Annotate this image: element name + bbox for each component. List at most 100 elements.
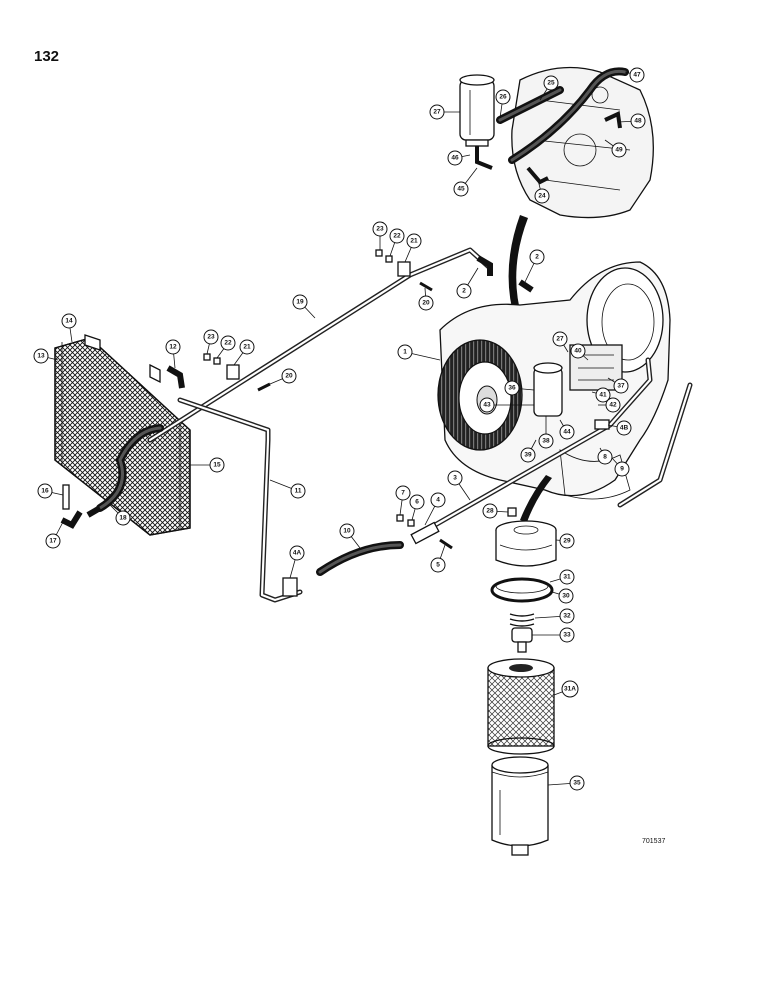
callout-c47: 47 (624, 67, 645, 83)
callout-circle (45, 533, 61, 549)
callout-label: 15 (213, 462, 221, 469)
callout-c23b: 23 (372, 221, 388, 250)
callout-c5: 5 (430, 544, 446, 573)
callout-c4: 4 (424, 492, 446, 526)
callout-label: 7 (401, 490, 405, 497)
callout-label: 22 (393, 233, 401, 240)
flexible-hose-10 (316, 541, 404, 576)
callout-circle (292, 294, 308, 310)
callout-c20b: 20 (418, 287, 434, 311)
callout-c17: 17 (45, 521, 64, 549)
callout-label: 43 (483, 402, 491, 409)
callout-c28: 28 (482, 503, 509, 519)
callout-circle (447, 150, 463, 166)
callout-circle (430, 557, 446, 573)
callout-c40: 40 (570, 343, 589, 361)
callout-label: 10 (343, 528, 351, 535)
callout-c41: 41 (591, 387, 611, 403)
callout-label: 22 (224, 340, 232, 347)
callout-c23a: 23 (203, 329, 219, 355)
callout-c7: 7 (395, 485, 411, 516)
inset-pointer-arrow (508, 215, 528, 320)
callout-circle (165, 339, 181, 355)
callout-circle (630, 113, 646, 129)
callout-circle (482, 503, 498, 519)
callout-circle (115, 510, 131, 526)
callout-label: 16 (41, 488, 49, 495)
callout-c18: 18 (109, 504, 131, 526)
callout-circle (447, 470, 463, 486)
callout-c38: 38 (538, 416, 554, 449)
callout-c14: 14 (61, 313, 77, 343)
callout-circle (406, 233, 422, 249)
callout-c37: 37 (607, 377, 629, 394)
callout-circle (595, 387, 611, 403)
callout-circle (559, 608, 575, 624)
callout-circle (389, 228, 405, 244)
callout-circle (430, 492, 446, 508)
callout-c8: 8 (597, 447, 613, 465)
callout-c13: 13 (33, 348, 59, 364)
callout-c19: 19 (292, 294, 316, 319)
callout-label: 4B (620, 425, 629, 432)
callout-circle (538, 433, 554, 449)
callout-label: 17 (49, 538, 57, 545)
callout-circle (61, 313, 77, 329)
callout-c26: 26 (495, 89, 511, 119)
callout-label: 35 (573, 780, 581, 787)
callout-circle (429, 104, 445, 120)
callout-label: 37 (617, 383, 625, 390)
callout-circle (504, 380, 520, 396)
callout-circle (418, 295, 434, 311)
callout-circle (614, 461, 630, 477)
callout-label: 21 (243, 344, 251, 351)
callout-circle (611, 142, 627, 158)
filter-element-stack (487, 507, 557, 856)
callout-label: 8 (603, 454, 607, 461)
callout-circle (203, 329, 219, 345)
callout-circle (534, 188, 550, 204)
callout-circle (395, 485, 411, 501)
callout-c39: 39 (520, 439, 537, 463)
callout-c45: 45 (453, 167, 478, 197)
callout-c4a: 4A (289, 545, 305, 579)
callout-c4b: 4B (607, 420, 632, 436)
callout-c49: 49 (604, 139, 627, 158)
callout-c10: 10 (339, 523, 361, 549)
inset-remote-filter-assembly (459, 66, 654, 219)
callout-group: 122344A4B5678910111213141516171819202021… (33, 67, 646, 791)
callout-circle (552, 331, 568, 347)
figure-reference-code: 701537 (642, 838, 666, 845)
callout-circle (409, 494, 425, 510)
callout-label: 28 (486, 508, 494, 515)
callout-label: 13 (37, 353, 45, 360)
filter-element (487, 667, 555, 747)
callout-label: 27 (556, 336, 564, 343)
callout-c32: 32 (534, 608, 575, 624)
callout-circle (613, 378, 629, 394)
callout-label: 38 (542, 438, 550, 445)
callout-circle (569, 775, 585, 791)
callout-label: 9 (620, 466, 624, 473)
callout-label: 44 (563, 429, 571, 436)
callout-label: 20 (285, 373, 293, 380)
callout-label: 25 (547, 80, 555, 87)
callout-label: 20 (422, 300, 430, 307)
callout-circle (559, 424, 575, 440)
callout-label: 36 (508, 385, 516, 392)
callout-circle (33, 348, 49, 364)
callout-c22a: 22 (216, 335, 236, 359)
callout-label: 48 (634, 118, 642, 125)
callout-c46: 46 (447, 150, 471, 166)
callout-circle (561, 680, 579, 698)
callout-label: 31 (563, 574, 571, 581)
callout-label: 31A (564, 686, 576, 693)
callout-circle (453, 181, 469, 197)
callout-label: 30 (562, 593, 570, 600)
callout-c11: 11 (269, 479, 306, 499)
callout-label: 47 (633, 72, 641, 79)
callout-circle (372, 221, 388, 237)
callout-circle (529, 249, 545, 265)
callout-label: 5 (436, 562, 440, 569)
callout-c3: 3 (447, 470, 471, 501)
